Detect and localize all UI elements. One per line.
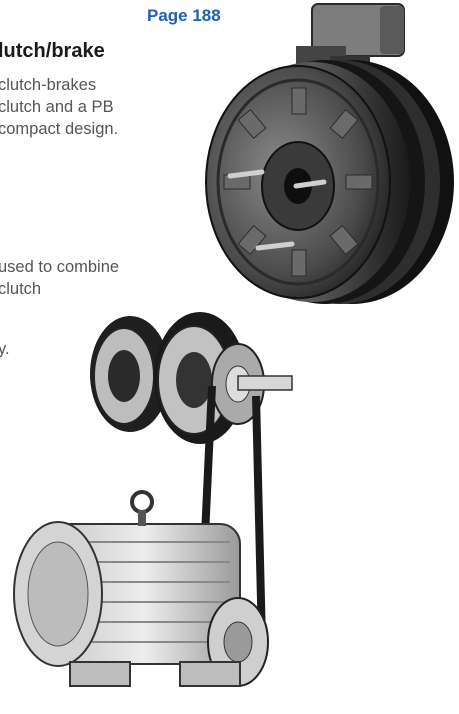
paragraph-line: used to combine (0, 258, 120, 276)
clutch-brake-unit-illustration (205, 3, 454, 304)
paragraph-line: clutch and a PB (0, 98, 114, 116)
description-paragraph-1: clutch-brakes clutch and a PB compact de… (0, 74, 118, 140)
section-heading: lutch/brake (0, 40, 105, 62)
paragraph-line: y. (0, 340, 10, 358)
paragraph-line: compact design. (0, 120, 119, 138)
paragraph-line: clutch-brakes (0, 76, 97, 94)
description-paragraph-3: y. (0, 338, 10, 360)
page-reference[interactable]: Page 188 (147, 6, 221, 25)
description-paragraph-2: used to combine clutch (0, 256, 119, 300)
paragraph-line: clutch (0, 280, 42, 298)
motor-belt-clutch-illustration (13, 312, 293, 687)
